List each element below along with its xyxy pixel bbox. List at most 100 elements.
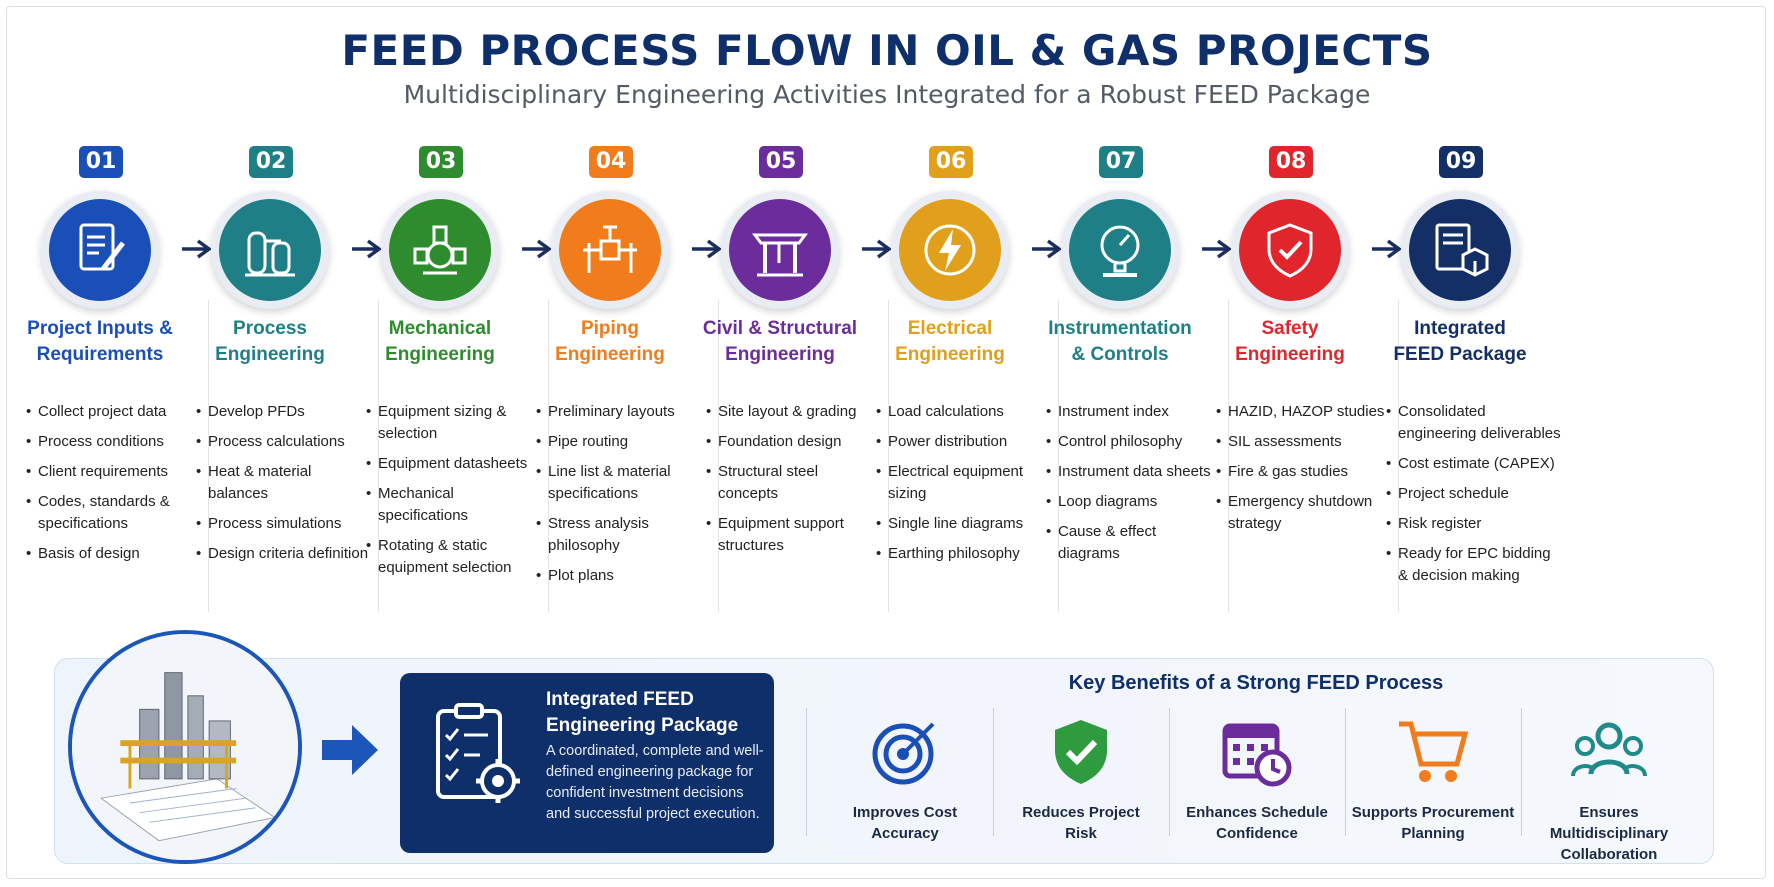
step-activity-item: Client requirements: [26, 461, 201, 483]
step-activity-item: Cause & effect diagrams: [1046, 521, 1221, 565]
page-frame: [6, 6, 1766, 879]
step-title-line2: Engineering: [1235, 344, 1345, 365]
step-title-line1: Integrated: [1414, 318, 1506, 339]
feed-package-title: Integrated FEED Engineering Package: [546, 689, 739, 736]
step-activity-list: Site layout & gradingFoundation designSt…: [706, 401, 881, 565]
step-title-line2: Engineering: [215, 344, 325, 365]
step-activity-item: Project schedule: [1386, 483, 1561, 505]
step-activity-item: Equipment datasheets: [366, 453, 541, 475]
flow-arrow-icon: [1032, 239, 1062, 259]
team-icon: [1524, 714, 1694, 790]
benefit-separator: [993, 708, 994, 836]
step-activity-item: Risk register: [1386, 513, 1561, 535]
target-icon: [820, 714, 990, 790]
step-activity-list: Develop PFDsProcess calculationsHeat & m…: [196, 401, 371, 573]
step-title-line1: Civil & Structural: [702, 318, 858, 339]
step-activity-item: Develop PFDs: [196, 401, 371, 423]
step-title-line1: Piping: [580, 318, 640, 339]
step-number-badge: 01: [79, 146, 123, 178]
flow-arrow-icon: [862, 239, 892, 259]
pipe-valve-icon: [559, 199, 661, 301]
step-title-line1: Electrical: [907, 318, 993, 339]
benefit-item: Ensures Multidisciplinary Collaboration: [1524, 714, 1694, 865]
step-icon-ring: [211, 191, 329, 309]
step-activity-item: Earthing philosophy: [876, 543, 1051, 565]
step-activity-item: Power distribution: [876, 431, 1051, 453]
step-title: Integrated FEED Package: [1366, 316, 1554, 368]
step-number-badge: 04: [589, 146, 633, 178]
step-title: Project Inputs & Requirements: [6, 316, 194, 368]
benefit-label-line2: Confidence: [1216, 825, 1298, 842]
lightning-icon: [899, 199, 1001, 301]
step-title-line2: Engineering: [555, 344, 665, 365]
integrated-feed-package-card: Integrated FEED Engineering Package A co…: [400, 673, 774, 853]
step-activity-item: HAZID, HAZOP studies: [1216, 401, 1391, 423]
benefit-item: Improves Cost Accuracy: [820, 714, 990, 844]
benefit-label-line2: Accuracy: [871, 825, 939, 842]
benefit-label-line1: Ensures Multidisciplinary: [1549, 804, 1669, 842]
step-number-badge: 03: [419, 146, 463, 178]
step-activity-item: Ready for EPC bidding & decision making: [1386, 543, 1561, 587]
step-activity-item: Plot plans: [536, 565, 711, 587]
column-divider: [888, 300, 889, 612]
step-activity-item: Electrical equipment sizing: [876, 461, 1051, 505]
step-activity-item: Preliminary layouts: [536, 401, 711, 423]
step-icon-ring: [721, 191, 839, 309]
benefit-label: Reduces Project Risk: [996, 802, 1166, 844]
benefit-label-line2: Collaboration: [1560, 846, 1658, 863]
step-title-line2: FEED Package: [1393, 344, 1527, 365]
step-title: Electrical Engineering: [856, 316, 1044, 368]
step-number-badge: 08: [1269, 146, 1313, 178]
step-number-badge: 09: [1439, 146, 1483, 178]
step-activity-item: Rotating & static equipment selection: [366, 535, 541, 579]
step-activity-item: Foundation design: [706, 431, 881, 453]
step-activity-item: Basis of design: [26, 543, 201, 565]
step-icon-ring: [381, 191, 499, 309]
step-activity-item: Site layout & grading: [706, 401, 881, 423]
step-activity-item: Line list & material specifications: [536, 461, 711, 505]
step-activity-list: HAZID, HAZOP studiesSIL assessmentsFire …: [1216, 401, 1391, 543]
step-number-badge: 05: [759, 146, 803, 178]
step-activity-item: Mechanical specifications: [366, 483, 541, 527]
step-activity-item: Cost estimate (CAPEX): [1386, 453, 1561, 475]
benefit-item: Enhances Schedule Confidence: [1172, 714, 1342, 844]
step-activity-item: Design criteria definition: [196, 543, 371, 565]
step-icon-ring: [551, 191, 669, 309]
step-title-line1: Instrumentation: [1048, 318, 1192, 339]
step-activity-item: Equipment support structures: [706, 513, 881, 557]
benefits-title: Key Benefits of a Strong FEED Process: [1068, 672, 1444, 694]
calendar-clock-icon: [1172, 714, 1342, 790]
step-activity-item: Instrument index: [1046, 401, 1221, 423]
benefit-label-line1: Enhances Schedule: [1186, 804, 1328, 821]
step-title: Instrumentation & Controls: [1026, 316, 1214, 368]
step-title-line2: Engineering: [725, 344, 835, 365]
benefit-label: Ensures Multidisciplinary Collaboration: [1524, 802, 1694, 865]
flow-arrow-icon: [352, 239, 382, 259]
benefit-label-line1: Supports Procurement: [1351, 804, 1515, 821]
cart-icon: [1348, 714, 1518, 790]
shield-check-icon: [1239, 199, 1341, 301]
benefit-label-line2: Risk: [1065, 825, 1097, 842]
step-title-line2: Engineering: [895, 344, 1005, 365]
step-title-line2: & Controls: [1071, 344, 1169, 365]
column-divider: [1058, 300, 1059, 612]
step-activity-item: Single line diagrams: [876, 513, 1051, 535]
step-activity-item: SIL assessments: [1216, 431, 1391, 453]
step-icon-ring: [891, 191, 1009, 309]
benefit-label-line2: Planning: [1401, 825, 1465, 842]
step-activity-item: Load calculations: [876, 401, 1051, 423]
page-title: FEED PROCESS FLOW IN OIL & GAS PROJECTS: [341, 26, 1433, 75]
step-activity-item: Heat & material balances: [196, 461, 371, 505]
step-activity-item: Instrument data sheets: [1046, 461, 1221, 483]
step-activity-item: Fire & gas studies: [1216, 461, 1391, 483]
step-number-badge: 02: [249, 146, 293, 178]
step-title: Mechanical Engineering: [346, 316, 534, 368]
column-divider: [548, 300, 549, 612]
column-divider: [1228, 300, 1229, 612]
step-activity-item: Control philosophy: [1046, 431, 1221, 453]
step-title-line2: Engineering: [385, 344, 495, 365]
benefit-item: Reduces Project Risk: [996, 714, 1166, 844]
step-icon-ring: [41, 191, 159, 309]
benefit-label: Supports Procurement Planning: [1348, 802, 1518, 844]
step-activity-item: Equipment sizing & selection: [366, 401, 541, 445]
